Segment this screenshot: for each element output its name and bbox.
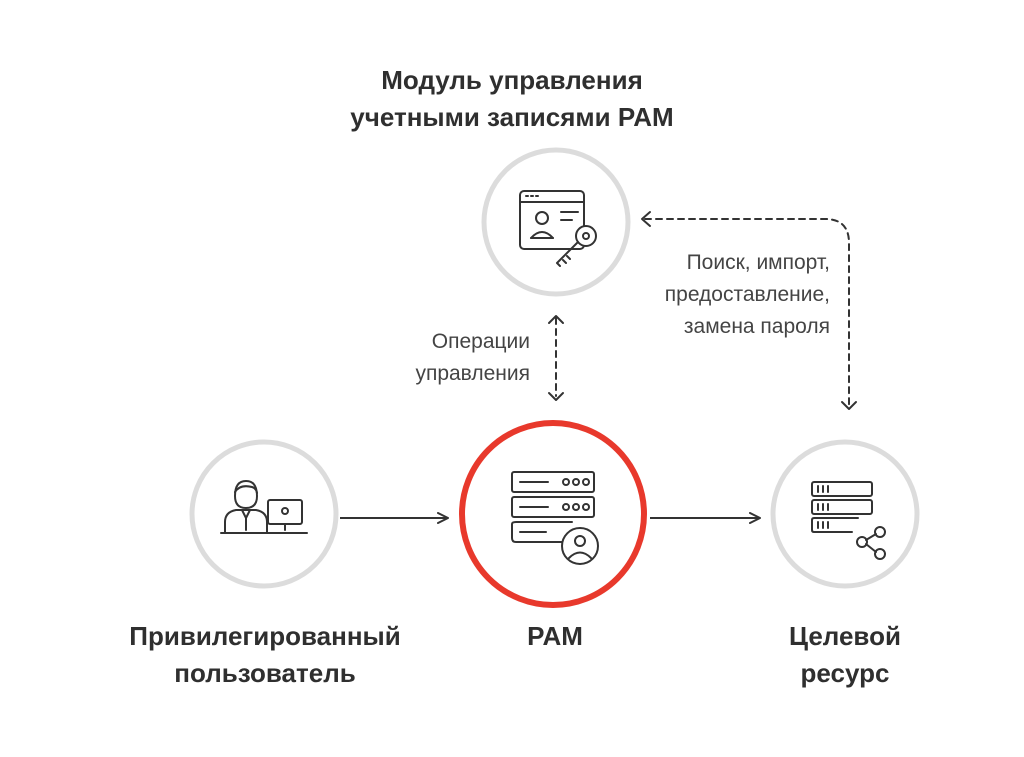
node-target bbox=[770, 439, 920, 589]
module-ring bbox=[481, 147, 631, 297]
module-title: Модуль управления учетными записями PAM bbox=[312, 62, 712, 136]
module-title-line2: учетными записями PAM bbox=[350, 102, 674, 132]
search-label-line3: замена пароля bbox=[683, 315, 830, 338]
user-at-computer-icon bbox=[220, 480, 308, 534]
module-title-line1: Модуль управления bbox=[381, 65, 643, 95]
user-card-key-icon bbox=[519, 190, 597, 267]
server-share-icon bbox=[811, 481, 886, 560]
search-label-line2: предоставление, bbox=[664, 283, 830, 306]
arrow-ops-bidirectional bbox=[548, 315, 564, 401]
target-title-line2: ресурс bbox=[800, 658, 890, 688]
target-title: Целевой ресурс bbox=[745, 618, 945, 692]
search-label-line1: Поиск, импорт, bbox=[686, 251, 830, 274]
node-module bbox=[481, 147, 631, 297]
ops-edge-label: Операции управления bbox=[340, 326, 530, 390]
target-title-line1: Целевой bbox=[789, 621, 901, 651]
ops-label-line1: Операции bbox=[431, 330, 530, 353]
user-title-line1: Привилегированный bbox=[129, 621, 401, 651]
pam-title-text: PAM bbox=[527, 621, 583, 651]
ops-label-line2: управления bbox=[415, 362, 530, 385]
user-title: Привилегированный пользователь bbox=[75, 618, 455, 692]
pam-ring bbox=[459, 420, 647, 608]
search-edge-label: Поиск, импорт, предоставление, замена па… bbox=[560, 247, 830, 343]
server-with-user-icon bbox=[511, 471, 599, 565]
node-user bbox=[189, 439, 339, 589]
pam-title: PAM bbox=[480, 618, 630, 655]
node-pam bbox=[459, 420, 647, 608]
user-title-line2: пользователь bbox=[174, 658, 356, 688]
arrow-search-bidirectional bbox=[641, 211, 857, 410]
